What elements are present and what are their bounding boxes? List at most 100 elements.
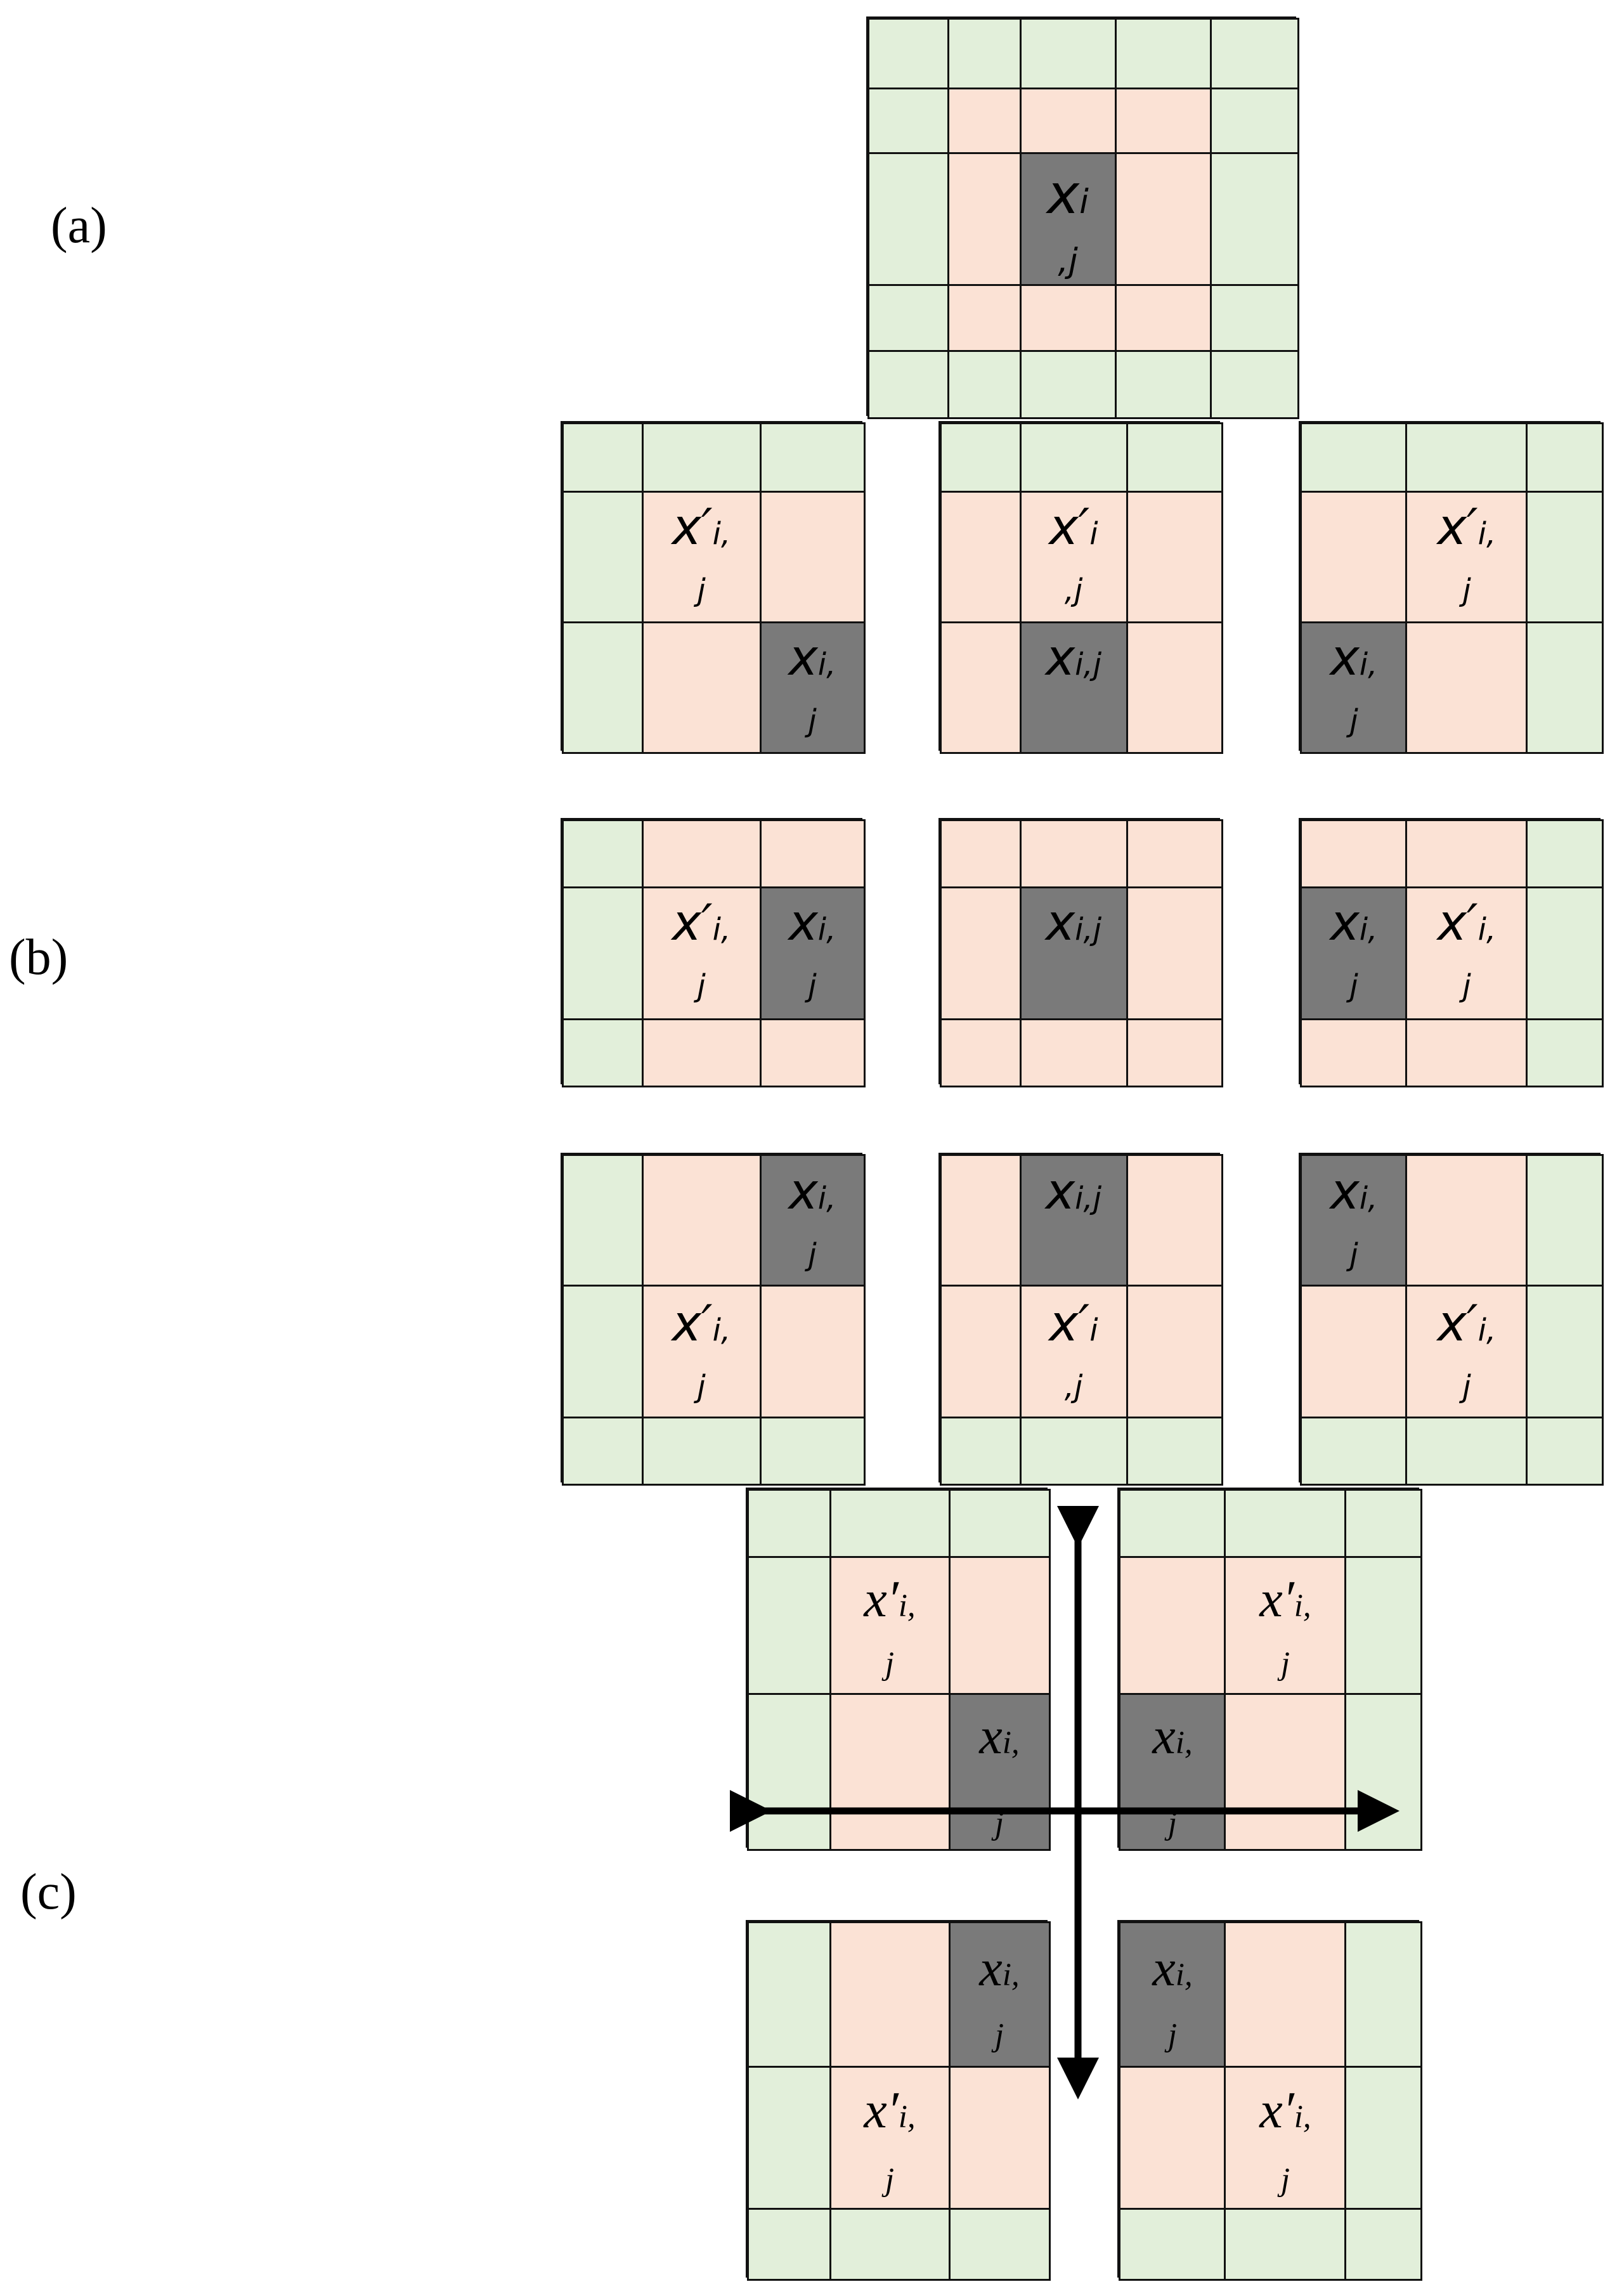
center-pixel-label: xi, <box>788 630 836 687</box>
center-pixel-label: xi, <box>788 895 836 952</box>
grid-cell <box>947 349 1022 419</box>
grid-cell <box>948 1555 1051 1695</box>
neighbor-pixel-label: x′i, <box>1259 2081 1311 2139</box>
neighbor-pixel-subscript: j <box>1280 1646 1290 1682</box>
grid-cell <box>746 2207 831 2281</box>
grid-cell <box>759 621 866 754</box>
grid-cell <box>939 621 1022 754</box>
grid-cell <box>759 1284 866 1418</box>
grid-cell <box>759 1416 866 1486</box>
neighbor-pixel-label: x′i, <box>1437 499 1497 556</box>
window-b-left: x′i, j xi, j <box>561 818 866 1087</box>
center-pixel-subscript: j <box>1349 703 1358 739</box>
neighbor-pixel-subscript: j <box>1462 968 1471 1004</box>
panel-label-a: (a) <box>51 198 107 254</box>
grid-cell <box>1344 1555 1422 1695</box>
neighbor-pixel-subscript: j <box>697 573 706 608</box>
grid-cell <box>1114 87 1212 154</box>
center-pixel-label: xi, <box>979 1939 1020 1997</box>
center-pixel-subscript: j <box>808 968 817 1004</box>
center-pixel-label: xi, <box>1152 1939 1193 1997</box>
neighbor-pixel-label: x′i, <box>1437 895 1497 952</box>
grid-cell <box>1299 1416 1407 1486</box>
grid-cell <box>939 422 1022 493</box>
center-pixel-label: xi, <box>1330 1164 1378 1221</box>
neighbor-pixel-subscript: ,j <box>1064 1369 1083 1404</box>
grid-cell <box>1405 490 1528 623</box>
grid-cell <box>641 1416 762 1486</box>
grid-cell <box>1019 1018 1128 1087</box>
window-a-left: x′i, j xi, j <box>561 421 866 754</box>
grid-cell <box>1525 621 1604 754</box>
neighbor-pixel-label: x′i <box>1049 499 1098 556</box>
neighbor-pixel-subscript: j <box>1462 1369 1471 1404</box>
grid-cell <box>1344 2207 1422 2281</box>
grid-cell <box>829 1555 951 1695</box>
neighbor-pixel-subscript: j <box>697 968 706 1004</box>
grid-cell <box>1223 1921 1346 2068</box>
grid-cell <box>1209 283 1299 352</box>
grid-cell <box>939 1416 1022 1486</box>
panel-label-b: (b) <box>9 930 68 985</box>
grid-cell <box>1525 1416 1604 1486</box>
grid-cell <box>1405 886 1528 1020</box>
grid-cell <box>1019 819 1128 888</box>
grid-cell <box>1019 422 1128 493</box>
grid-cell <box>1019 1153 1128 1287</box>
center-pixel-label: xi, <box>1330 630 1378 687</box>
grid-cell <box>1126 1416 1223 1486</box>
grid-cell <box>746 1921 831 2068</box>
center-pixel-subscript: j <box>1167 2018 1178 2053</box>
center-pixel-label: xi,j <box>1045 895 1102 952</box>
panel-label-c: (c) <box>20 1864 77 1920</box>
grid-cell <box>939 490 1022 623</box>
grid-cell <box>947 87 1022 154</box>
neighbor-pixel-label: x′i, <box>672 499 731 556</box>
neighbor-pixel-subscript: j <box>1280 2162 1290 2198</box>
grid-cell <box>759 886 866 1020</box>
grid-cell <box>1126 886 1223 1020</box>
grid-cell <box>759 1018 866 1087</box>
neighbor-pixel-label: x′i, <box>1437 1295 1497 1352</box>
neighbor-pixel-subscript: j <box>697 1369 706 1404</box>
grid-cell <box>1525 1153 1604 1287</box>
grid-cell <box>1299 1018 1407 1087</box>
center-pixel-label: xi, <box>1152 1707 1193 1765</box>
grid-cell <box>1525 819 1604 888</box>
grid-cell <box>1114 17 1212 89</box>
grid-cell <box>1299 621 1407 754</box>
grid-cell <box>561 1153 644 1287</box>
grid-cell <box>561 621 644 754</box>
grid-cell <box>1299 1284 1407 1418</box>
center-pixel-label: xi, <box>979 1707 1020 1765</box>
grid-cell <box>948 2207 1051 2281</box>
neighbor-pixel-label: x′i <box>1049 1295 1098 1352</box>
grid-cell <box>1209 152 1299 286</box>
neighbor-pixel-subscript: ,j <box>1064 573 1083 608</box>
neighbor-pixel-label: x′i, <box>672 1295 731 1352</box>
neighbor-pixel-label: x′i, <box>672 895 731 952</box>
window-b-right: xi, j x′i, j <box>1299 818 1604 1087</box>
center-pixel-subscript: j <box>1349 968 1358 1004</box>
grid-cell <box>1405 1416 1528 1486</box>
grid-cell <box>939 1153 1022 1287</box>
grid-cell <box>939 1018 1022 1087</box>
grid-cell <box>1019 152 1117 286</box>
neighbor-pixel-label: x′i, <box>864 1570 916 1628</box>
center-pixel-label: xi, <box>1330 895 1378 952</box>
grid-cell <box>1126 621 1223 754</box>
grid-cell <box>1525 490 1604 623</box>
grid-cell <box>829 2065 951 2210</box>
grid-cell <box>1209 17 1299 89</box>
window-5x5: xi,j <box>866 16 1299 419</box>
grid-cell <box>561 819 644 888</box>
neighbor-pixel-subscript: j <box>885 2162 895 2198</box>
grid-cell <box>829 2207 951 2281</box>
center-pixel-subscript: j <box>808 703 817 739</box>
grid-cell <box>561 490 644 623</box>
grid-cell <box>561 1416 644 1486</box>
